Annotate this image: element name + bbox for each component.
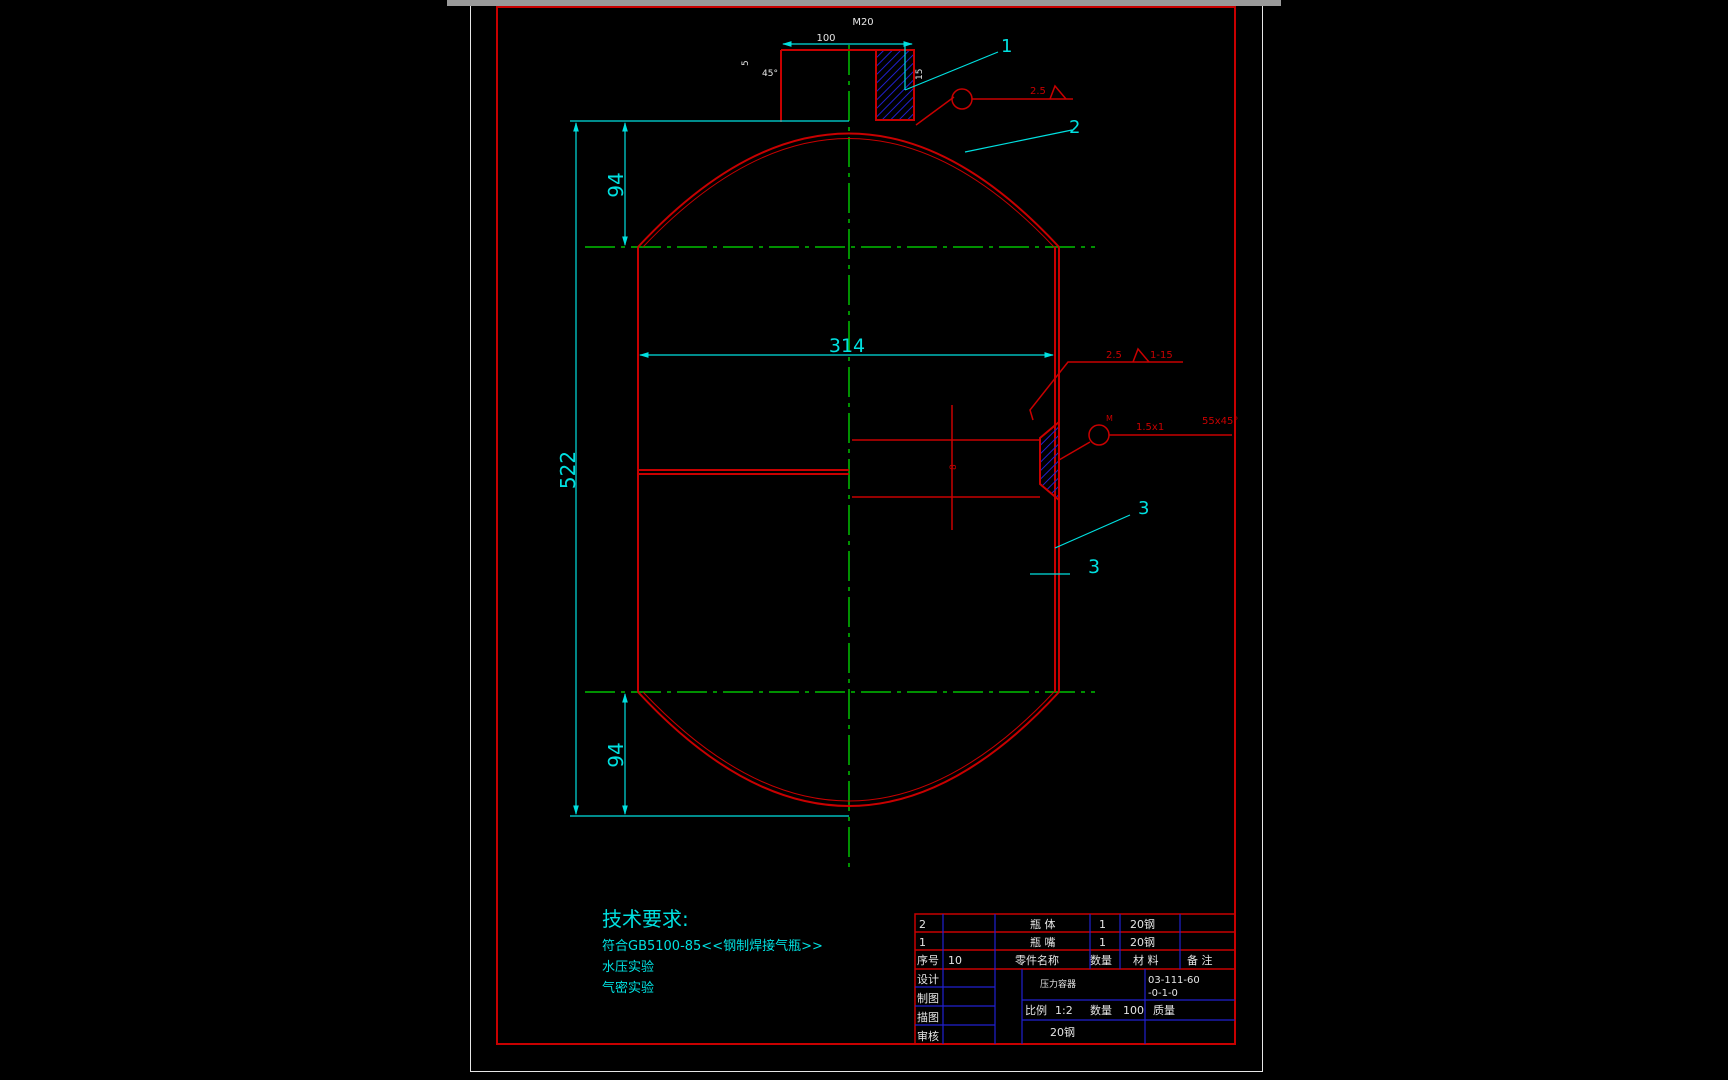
dim-thread-depth: 15 (915, 69, 925, 80)
dim-chamfer-small: 5 (741, 60, 751, 66)
dim-thread: M20 (852, 17, 873, 28)
label-design: 设计 (917, 973, 939, 986)
weld-side-a-label: 2.5 (1106, 350, 1122, 361)
centerlines (585, 45, 1095, 870)
callout-3: 3 (1138, 498, 1149, 519)
row2-no: 1 (919, 936, 926, 949)
window-top-bar (447, 0, 1281, 6)
weld-side-b-label: 1-15 (1150, 350, 1173, 361)
row1-qty: 1 (1099, 918, 1106, 931)
label-check: 审核 (917, 1029, 939, 1043)
qty-label: 数量 (1090, 1004, 1112, 1017)
scale-label: 比例 (1025, 1003, 1047, 1017)
drawing-sheet-border (470, 6, 1263, 1072)
vessel-outline (637, 132, 1060, 807)
material-total: 20钢 (1050, 1026, 1075, 1039)
weld-symbols (915, 84, 1232, 461)
top-nozzle (780, 49, 915, 122)
row2-name: 瓶 嘴 (1030, 935, 1056, 949)
row2-material: 20钢 (1130, 936, 1155, 949)
part-name: 压力容器 (1040, 978, 1076, 990)
scale-value: 1:2 (1055, 1004, 1073, 1017)
header-code: 10 (948, 954, 962, 967)
tech-req-line-1: 符合GB5100-85<<钢制焊接气瓶>> (602, 938, 823, 954)
row1-name: 瓶 体 (1030, 917, 1056, 931)
weld-side-c-label: 1.5x1 (1136, 422, 1164, 433)
weld-top-label: 2.5 (1030, 86, 1046, 97)
leaders (904, 51, 1131, 549)
row1-material: 20钢 (1130, 918, 1155, 931)
mass-label: 质量 (1153, 1004, 1175, 1017)
title-block-text: 2 瓶 体 1 20钢 1 瓶 嘴 1 20钢 序号 10 零件名称 数量 材 … (917, 917, 1213, 1043)
tech-req-title: 技术要求: (602, 907, 689, 931)
qty-value: 100 (1123, 1004, 1144, 1017)
label-trace: 描图 (917, 1010, 939, 1024)
callout-1: 1 (1001, 36, 1012, 57)
row1-no: 2 (919, 918, 926, 931)
header-qty: 数量 (1090, 954, 1112, 967)
title-block-inner (915, 914, 1235, 1044)
drawing-no-2: -0-1-0 (1148, 988, 1178, 999)
dim-top-width: 100 (816, 33, 835, 44)
tech-req-line-2: 水压实验 (602, 959, 654, 975)
label-draw: 制图 (917, 992, 939, 1005)
header-remark: 备 注 (1187, 953, 1213, 967)
side-port: 8 (852, 405, 1060, 530)
header-name: 零件名称 (1015, 953, 1059, 967)
dim-total-height: 522 (556, 451, 580, 489)
port-size-label: 8 (949, 464, 959, 470)
dim-diameter: 314 (829, 335, 865, 357)
weld-side-d-label: 55x45° (1202, 416, 1238, 427)
dim-chamfer-angle: 45° (762, 69, 778, 79)
title-block-grid (914, 913, 1236, 1045)
row2-qty: 1 (1099, 936, 1106, 949)
header-no: 序号 (917, 953, 939, 967)
tech-req-line-3: 气密实验 (602, 980, 654, 996)
dim-head-bottom: 94 (604, 742, 628, 767)
header-material: 材 料 (1133, 953, 1159, 967)
dim-wall-thickness: 3 (1088, 556, 1100, 578)
callout-2: 2 (1069, 117, 1080, 138)
dim-head-top: 94 (604, 172, 628, 197)
weld-side-e-label: M (1106, 414, 1113, 423)
inner-frame (496, 6, 1236, 1045)
dimension-lines (570, 41, 1070, 817)
drawing-no-1: 03-111-60 (1148, 975, 1200, 986)
